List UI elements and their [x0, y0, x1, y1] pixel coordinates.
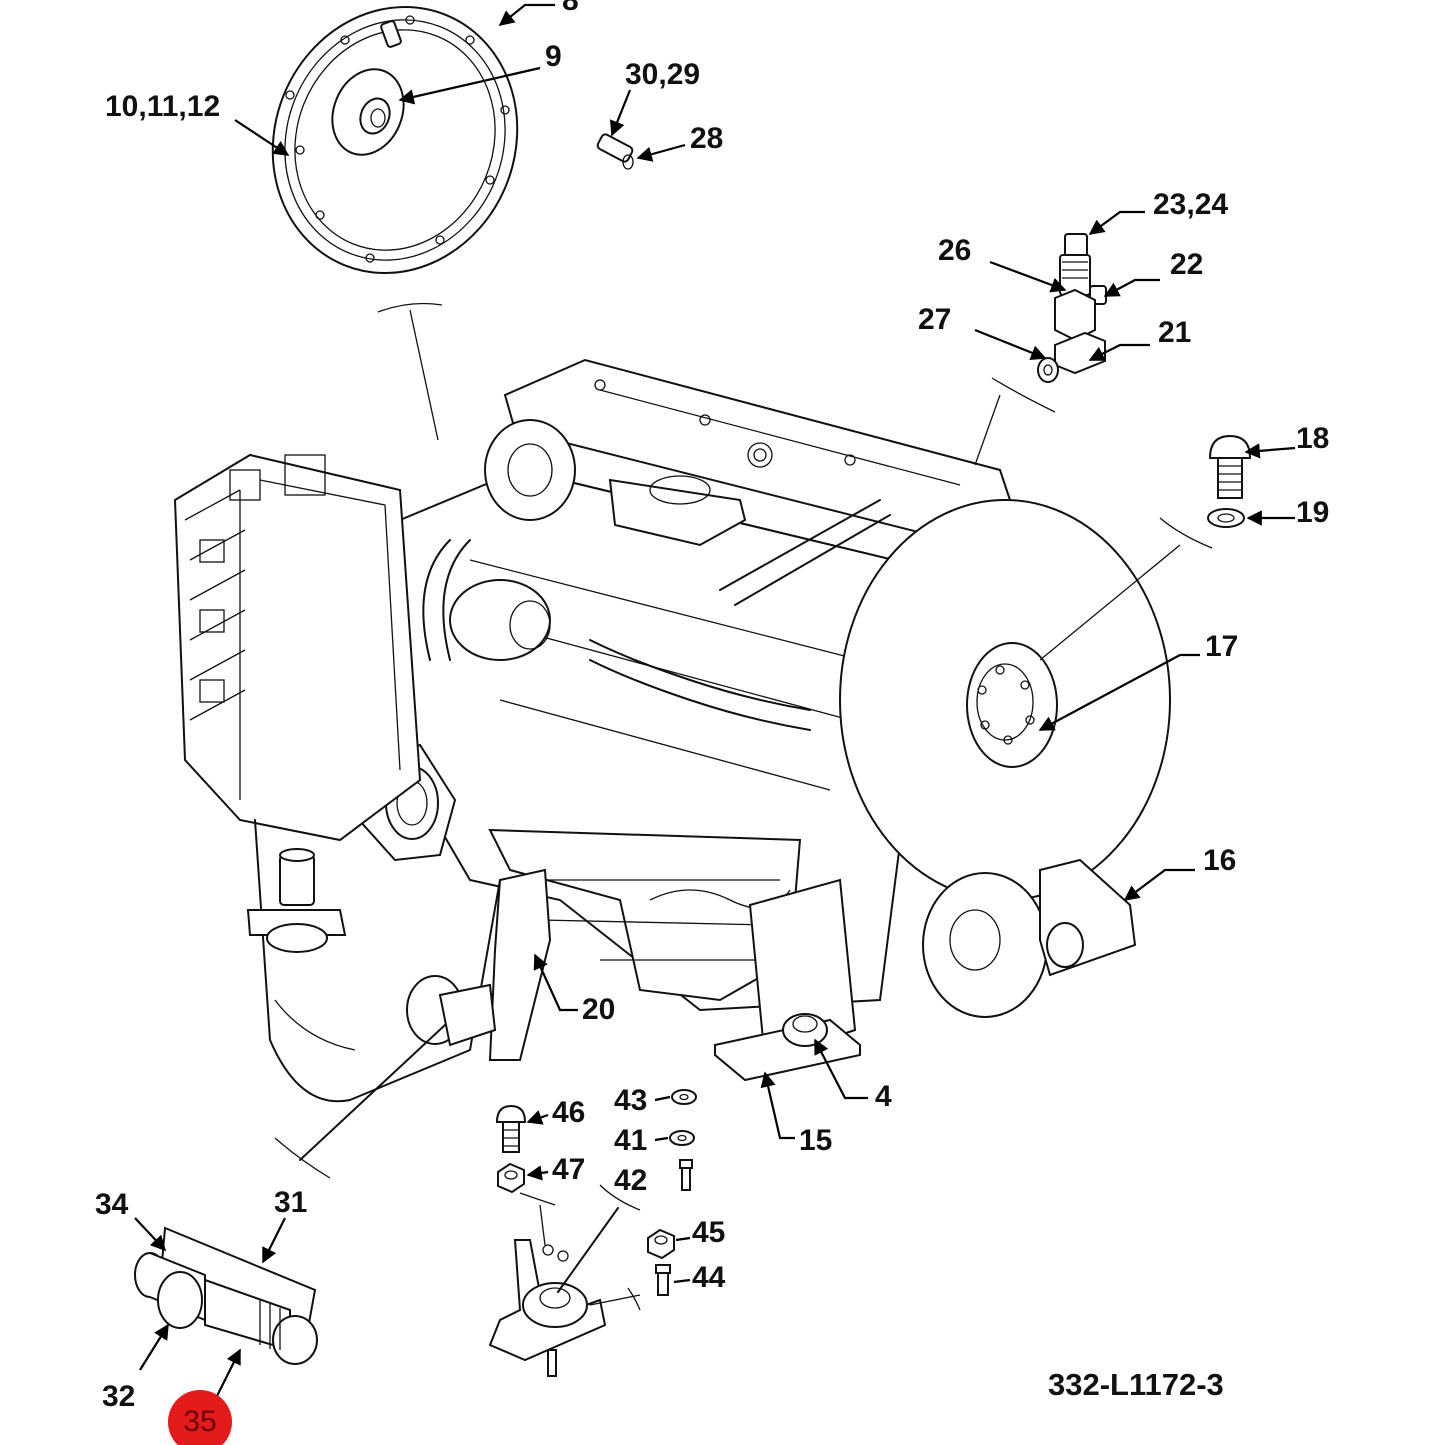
sensor-28-illustration	[596, 133, 634, 170]
callout-22[interactable]: 22	[1170, 248, 1204, 281]
callout-27[interactable]: 27	[918, 303, 952, 336]
lower-mount-assembly-illustration	[488, 1239, 607, 1377]
front-mount-16-illustration	[1039, 858, 1137, 977]
washer-19-illustration	[1207, 508, 1245, 528]
callout-35-highlighted[interactable]: 35	[168, 1390, 232, 1445]
transmission-housing-illustration	[173, 453, 501, 1103]
callout-20[interactable]: 20	[582, 993, 616, 1026]
callout-8[interactable]: 8	[562, 0, 579, 17]
callout-10-11-12[interactable]: 10,11,12	[105, 90, 221, 123]
pulley-17-illustration	[839, 499, 1171, 1018]
housing-sensor-illustration	[246, 848, 347, 953]
callout-44[interactable]: 44	[692, 1261, 726, 1294]
callout-26[interactable]: 26	[938, 234, 972, 267]
callout-46[interactable]: 46	[552, 1096, 586, 1129]
callout-28[interactable]: 28	[690, 122, 724, 155]
callout-45[interactable]: 45	[692, 1216, 726, 1249]
flywheel-housing-illustration	[271, 6, 519, 274]
callout-9[interactable]: 9	[545, 40, 562, 73]
callout-31[interactable]: 31	[274, 1186, 308, 1219]
callout-30-29[interactable]: 30,29	[625, 58, 701, 91]
callout-21[interactable]: 21	[1158, 316, 1192, 349]
sensor-assembly-31-35-illustration	[134, 1226, 318, 1365]
washer-43-illustration	[671, 1089, 697, 1105]
screw-42-illustration	[679, 1159, 693, 1191]
callout-15[interactable]: 15	[799, 1124, 833, 1157]
bolt-18-illustration	[1208, 434, 1252, 499]
callout-42[interactable]: 42	[614, 1164, 648, 1197]
callout-19[interactable]: 19	[1296, 496, 1330, 529]
leader-lines	[134, 3, 1296, 1401]
callout-47[interactable]: 47	[552, 1153, 586, 1186]
bolt-46-illustration	[495, 1104, 527, 1153]
washer-41-illustration	[669, 1130, 695, 1146]
mount-bracket-15-illustration	[714, 878, 861, 1082]
callout-32[interactable]: 32	[102, 1380, 136, 1413]
callout-23-24[interactable]: 23,24	[1153, 188, 1229, 221]
callout-43[interactable]: 43	[614, 1084, 648, 1117]
document-number: 332-L1172-3	[1048, 1367, 1224, 1402]
fitting-assembly-illustration	[1037, 233, 1107, 383]
callout-41[interactable]: 41	[614, 1124, 648, 1157]
callout-34[interactable]: 34	[95, 1188, 129, 1221]
callout-18[interactable]: 18	[1296, 422, 1330, 455]
callout-17[interactable]: 17	[1205, 630, 1239, 663]
callout-16[interactable]: 16	[1203, 844, 1237, 877]
callout-4[interactable]: 4	[875, 1080, 892, 1113]
bolt-44-illustration	[655, 1264, 671, 1296]
nut-45-illustration	[647, 1228, 675, 1260]
left-mount-20-illustration	[406, 868, 552, 1061]
nut-47-illustration	[497, 1162, 525, 1194]
engine-block-illustration	[343, 358, 1012, 1012]
